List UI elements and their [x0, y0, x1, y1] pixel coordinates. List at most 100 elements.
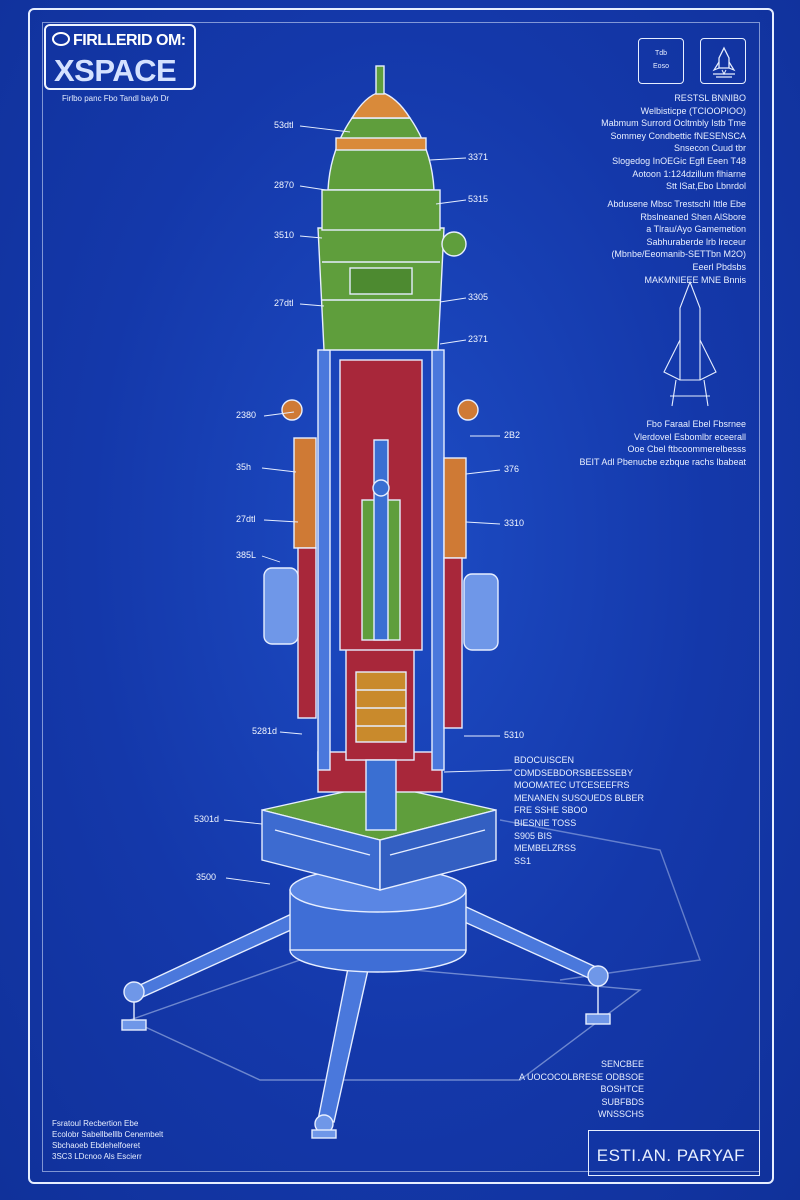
capsule-shoulder	[321, 189, 441, 231]
drawing-title: ESTI.AN. PARYAF	[596, 1146, 745, 1165]
core-port	[372, 479, 390, 497]
spec-notes-block-1: RESTSL BNNIBO Welbisticpe (TCIOOPIOO) Ma…	[601, 92, 746, 193]
callout-label: 53dtl	[274, 120, 294, 130]
nose-antenna	[375, 65, 385, 95]
callout-label: 35h	[236, 462, 252, 472]
note-line: Stt lSat,Ebo Lbnrdol	[665, 181, 746, 192]
callout-label: 3371	[468, 152, 489, 162]
callout-label: 385L	[236, 550, 257, 560]
note-line: 3SC3 LDcnoo Als Escierr	[52, 1152, 142, 1161]
leg-pad-right	[585, 1013, 611, 1025]
strut-left	[317, 349, 331, 771]
rocket-launch-badge	[700, 38, 746, 84]
orbit-ring-icon	[52, 32, 70, 46]
callout-label: 2380	[236, 410, 257, 420]
tank-right	[463, 573, 499, 651]
callout-label: 376	[504, 464, 520, 474]
note-line: MENANEN SUSOUEDS BLBER	[514, 792, 645, 803]
note-line: Snsecon Cuud tbr	[673, 143, 746, 154]
booster-cap-left	[281, 399, 303, 421]
note-line: Fsratoul Recbertion Ebe	[52, 1119, 139, 1128]
inner-frame	[42, 22, 760, 1172]
rocket-launch-icon	[712, 46, 736, 78]
callout-label: 2371	[468, 334, 489, 344]
logo-top-text: FIRLLERID OM:	[73, 32, 186, 49]
logo-top-line: FIRLLERID OM:	[52, 32, 186, 50]
note-line: RESTSL BNNIBO	[674, 93, 746, 103]
callout-label: 5301d	[194, 814, 220, 824]
callout-label: 27dtl	[236, 514, 256, 524]
capsule-side-pod	[441, 231, 467, 257]
booster-left-upper	[293, 437, 317, 549]
badge-label-2: Eoso	[653, 63, 669, 70]
note-line: Sbchaoeb Ebdehelfoeret	[52, 1141, 141, 1150]
callout-label: 3500	[196, 872, 217, 882]
logo-subtitle: Firlbo panc Fbo Tandl bayb Dr	[62, 94, 170, 103]
spec-notes-block-4: BDOCUISCEN CDMDSEBDORSBEESSEBY MOOMATEC …	[514, 754, 644, 867]
platform-right	[379, 809, 497, 891]
note-line: CDMDSEBDORSBEESSEBY	[514, 767, 634, 778]
callout-label: 3305	[468, 292, 489, 302]
note-line: Abdusene Mbsc Trestschl Ittle Ebe	[607, 199, 746, 209]
ground-plate-detail	[499, 819, 701, 981]
note-line: Mabmum Surrord Ocltmbly Istb Tme	[601, 118, 746, 129]
note-line: A UOCOCOLBRESE ODBSOE	[518, 1071, 644, 1082]
booster-right-lower	[443, 557, 463, 729]
ground-plate	[128, 959, 642, 1081]
note-line: Welbisticpe (TCIOOPIOO)	[640, 105, 746, 116]
launch-leg-right	[459, 903, 604, 986]
launch-leg-left	[134, 908, 303, 1002]
note-line: BOSHTCE	[600, 1084, 644, 1095]
callout-label: 5281d	[252, 726, 278, 736]
nose-orange-band	[335, 137, 427, 151]
callout-label: 3310	[504, 518, 525, 528]
note-line: Slogedog InOEGic Egfl Eeen T48	[612, 155, 746, 166]
note-line: Sommey Condbettic fNESENSCA	[610, 130, 746, 141]
booster-cap-right	[457, 399, 479, 421]
leg-foot-right	[587, 965, 609, 987]
note-line: Ecolobr Sabellbelllb Cenembelt	[52, 1130, 164, 1139]
note-line: BEIT Adl Pbenucbe ezbque rachs lbabeat	[579, 456, 746, 467]
callout-label: 27dtl	[274, 298, 294, 308]
badge-label: Tdb	[654, 50, 668, 57]
booster-right-upper	[443, 457, 467, 559]
tank-left	[263, 567, 299, 645]
core-blue-channel	[373, 439, 389, 641]
note-line: Sabhuraberde lrb lreceur	[646, 236, 746, 247]
note-line: BDOCUISCEN	[514, 755, 575, 765]
logo-wordmark: XSPACE	[54, 53, 177, 88]
note-line: SUBFBDS	[601, 1096, 644, 1107]
note-line: MEMBELZRSS	[514, 843, 577, 854]
launch-leg-front	[317, 947, 373, 1123]
note-line: Ooe Cbel ftbcoommerelbesss	[627, 444, 746, 455]
callout-label: 2B2	[504, 430, 521, 440]
engine-section	[365, 759, 397, 831]
leg-pad-front	[311, 1129, 337, 1139]
capsule-window	[349, 267, 413, 295]
instrument-ring	[355, 671, 407, 743]
spec-badge: Tdb Eoso	[638, 38, 684, 84]
note-line: BIESNIE TOSS	[514, 817, 577, 828]
spec-notes-block-5: SENCBEE A UOCOCOLBRESE ODBSOE BOSHTCE SU…	[519, 1058, 644, 1121]
outer-frame	[28, 8, 774, 1184]
note-line: Eeerl Pbdsbs	[692, 261, 746, 272]
nose-cone-tip	[350, 91, 412, 119]
note-line: Fbo Faraal Ebel Fbsrnee	[646, 419, 746, 429]
note-line: (Mbnbe/Eeomanib-SETTbn M2O)	[611, 249, 746, 260]
leg-pad-left	[121, 1019, 147, 1031]
title-block: ESTI.AN. PARYAF	[588, 1130, 760, 1176]
spec-notes-block-6: Fsratoul Recbertion Ebe Ecolobr Sabellbe…	[52, 1118, 163, 1162]
booster-left-lower	[297, 547, 317, 719]
mini-rocket-sketch	[663, 280, 717, 407]
brand-logo: FIRLLERID OM: XSPACE	[44, 24, 196, 90]
note-line: S905 BIS	[514, 830, 553, 841]
spec-notes-block-2: Abdusene Mbsc Trestschl Ittle Ebe Rbslne…	[607, 198, 746, 286]
note-line: MOOMATEC UTCESEEFRS	[514, 780, 630, 791]
note-line: FRE SSHE SBOO	[514, 805, 588, 816]
callout-label: 2870	[274, 180, 295, 190]
nose-cone-body	[327, 117, 435, 191]
strut-right	[431, 349, 445, 771]
note-line: SS1	[514, 855, 532, 866]
